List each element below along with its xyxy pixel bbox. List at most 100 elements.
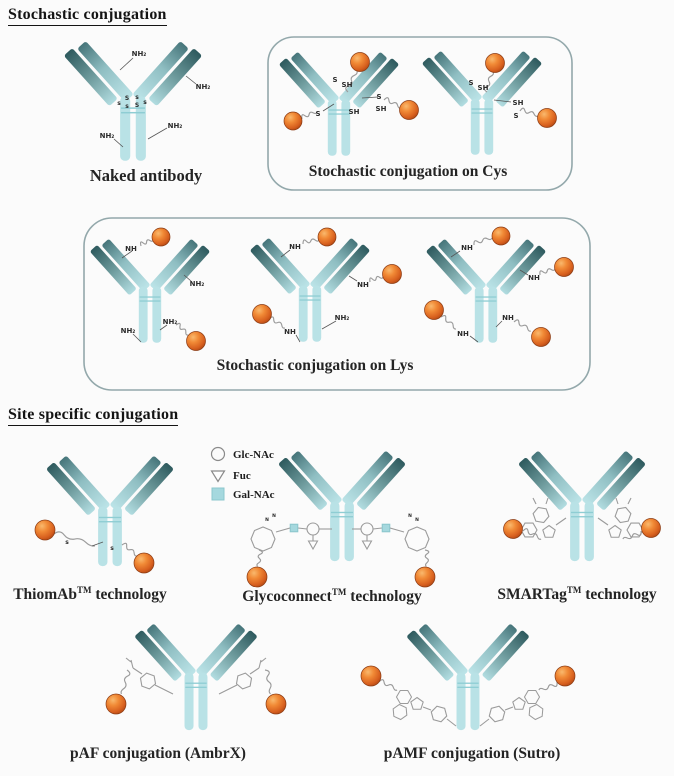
chem-label-nh2: NH₂ [132,50,147,58]
caption-paf: pAF conjugation (AmbrX) [70,745,246,762]
payload-sphere [537,108,557,128]
antibody-glyph-pamf [406,623,530,731]
antibody-glyph-lys-1 [89,238,211,343]
chem-label-nh2: NH₂ [335,314,350,322]
payload-sphere [485,53,505,73]
chem-label-s: s [125,103,129,110]
antibody-glyph-cys-2 [421,50,543,155]
payload-sphere [283,111,303,131]
payload-sphere [491,226,511,246]
chem-label-nh: NH [528,274,540,282]
caption-glycoconnect-name: Glycoconnect [242,588,332,606]
payload-sphere [554,257,574,277]
chem-label-s: s [135,94,139,101]
caption-smartag-name: SMARTag [497,586,567,604]
antibody-glyph-lys-3 [425,238,547,343]
heading-stochastic-conjugation: Stochastic conjugation [8,6,167,26]
payload-sphere [34,519,56,541]
payload-spheres [34,52,661,715]
caption-thiomab: ThiomAbTM technology [13,585,167,604]
caption-smartag-rest: technology [581,586,657,604]
lys-box-border [83,217,591,391]
caption-smartag-tm: TM [566,585,582,595]
chem-label-s: S [125,95,129,102]
chem-label-nh2: NH₂ [196,83,211,91]
chem-label-s: S [376,93,381,101]
chem-label-s: s [65,539,69,546]
payload-sphere [503,519,523,539]
chem-label-sh: SH [349,108,360,116]
caption-stochastic-cys: Stochastic conjugation on Cys [308,163,508,180]
payload-sphere [350,52,370,72]
chem-label-sh: SH [478,84,489,92]
antibody-glyph-paf [134,623,258,731]
chem-label-s: s [110,545,114,552]
payload-sphere [133,552,155,574]
caption-thiomab-name: ThiomAb [13,586,77,604]
chem-label-nh2: NH₂ [168,122,183,130]
antibody-glyph-naked [63,40,203,161]
legend: Glc-NAc Fuc Gal-NAc [210,446,275,501]
payload-sphere [414,566,436,588]
payload-sphere [317,227,337,247]
payload-sphere [105,693,127,715]
chem-label-s: S [513,112,518,120]
antibody-glyph-lys-2 [249,237,371,342]
caption-thiomab-rest: technology [91,586,167,604]
chem-label-s: s [117,100,121,107]
chem-label-n: N [408,513,412,519]
chem-label-nh2: NH₂ [100,132,115,140]
chem-label-n: N [265,517,269,523]
caption-pamf: pAMF conjugation (Sutro) [383,745,561,762]
chem-label-sh: SH [376,105,387,113]
legend-label-glcnac: Glc-NAc [233,449,274,461]
chem-label-s: S [332,76,337,84]
pamf-side-structures [389,689,547,727]
legend-label-galnac: Gal-NAc [233,489,275,501]
chemical-labels: NH₂ NH₂ NH₂ NH₂ s S s s S s S SH S SH S … [65,50,540,552]
antibody-glyph-cys-1 [278,51,400,156]
chem-label-nh: NH [284,328,296,336]
chem-label-nh: NH [457,330,469,338]
legend-triangle-fuc [210,470,226,483]
payload-sphere [382,264,402,284]
chem-label-nh: NH [289,243,301,251]
chem-label-s: s [143,99,147,106]
chem-label-s: S [315,110,320,118]
smartag-ring-clusters [520,497,644,538]
chem-label-sh: SH [513,99,524,107]
payload-sphere [360,665,382,687]
label-leader-lines [91,57,529,547]
chem-label-nh: NH [461,244,473,252]
payload-sphere [641,518,661,538]
chem-label-s: S [135,102,139,109]
caption-glycoconnect: GlycoconnectTM technology [242,587,421,606]
chem-label-n: N [415,517,419,523]
payload-sphere [186,331,206,351]
caption-glycoconnect-tm: TM [331,587,347,597]
legend-square-galnac [211,487,225,501]
payload-sphere [265,693,287,715]
chem-label-s: S [468,79,473,87]
paf-side-structures [125,657,267,695]
chem-label-nh2: NH₂ [163,318,178,326]
payload-sphere [246,566,268,588]
caption-thiomab-tm: TM [76,585,92,595]
chem-label-n: N [272,513,276,519]
chem-label-nh: NH [357,281,369,289]
payload-sphere [252,304,272,324]
legend-label-fuc: Fuc [233,470,251,482]
antibody-glyph-glycoconnect [277,450,407,562]
glycan-chain-structures [250,522,430,552]
payload-sphere [151,227,171,247]
legend-circle-glcnac [210,446,226,462]
chem-label-nh: NH [502,314,514,322]
chem-label-nh2: NH₂ [190,280,205,288]
caption-naked-antibody: Naked antibody [89,166,203,185]
caption-smartag: SMARTagTM technology [497,585,656,604]
payload-sphere [399,100,419,120]
chem-label-nh: NH [125,245,137,253]
payload-sphere [554,665,576,687]
